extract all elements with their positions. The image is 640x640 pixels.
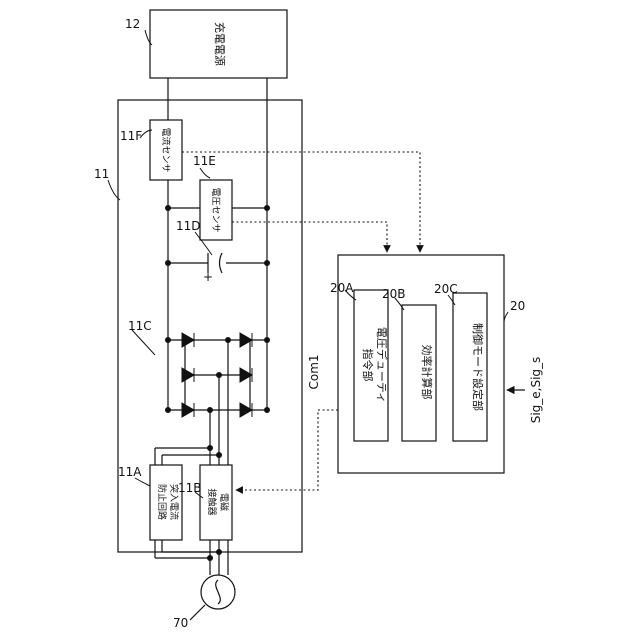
junction-dot — [165, 260, 171, 266]
ref-11: 11 — [94, 167, 109, 181]
control-mode-setting-label: 制御モード設定部 — [471, 323, 485, 411]
junction-dot — [165, 337, 171, 343]
ref-11A: 11A — [118, 465, 142, 479]
inrush-label-line2: 防止回路 — [156, 484, 168, 520]
junction-dot — [216, 372, 222, 378]
diode — [182, 333, 194, 347]
diode — [182, 368, 194, 382]
ref-70: 70 — [173, 616, 188, 630]
junction-dot — [264, 260, 270, 266]
efficiency-calc-label: 効率計算部 — [420, 345, 434, 400]
contactor-label-line1: 電磁 — [218, 493, 230, 511]
ref-20B: 20B — [382, 287, 406, 301]
diode — [182, 403, 194, 417]
ref-11D: 11D — [176, 219, 201, 233]
com1-label: Com1 — [307, 354, 321, 389]
com1-signal-line — [236, 410, 338, 490]
ref-11F: 11F — [120, 129, 142, 143]
voltage-sensor-label: 電圧センサ — [210, 187, 221, 232]
junction-dot — [207, 555, 213, 561]
junction-dot — [165, 205, 171, 211]
inrush-label-line1: 突入電流 — [168, 484, 180, 520]
ref-12: 12 — [125, 17, 140, 31]
junction-dot — [216, 549, 222, 555]
voltage-signal-line — [232, 222, 387, 252]
ref-11C: 11C — [128, 319, 152, 333]
current-sensor-label: 電流センサ — [160, 127, 172, 172]
voltage-duty-label-line2: 指令部 — [361, 349, 375, 382]
junction-dot — [165, 407, 171, 413]
contactor-label-line2: 接触器 — [206, 488, 218, 515]
capacitor-plus: + — [203, 270, 213, 284]
ref-20C: 20C — [434, 282, 458, 296]
ref-11E: 11E — [193, 154, 216, 168]
ref-20A: 20A — [330, 281, 354, 295]
junction-dot — [207, 407, 213, 413]
voltage-duty-label-line1: 電圧デューティ — [375, 327, 389, 403]
charging-power-supply-label: 充電電源 — [213, 22, 227, 66]
junction-dot — [216, 452, 222, 458]
junction-dot — [264, 205, 270, 211]
junction-dot — [264, 337, 270, 343]
junction-dot — [225, 337, 231, 343]
junction-dot — [264, 407, 270, 413]
sig-label: Sig_e,Sig_s — [529, 357, 543, 424]
ref-20: 20 — [510, 299, 525, 313]
junction-dot — [207, 445, 213, 451]
ref-11B: 11B — [178, 481, 202, 495]
